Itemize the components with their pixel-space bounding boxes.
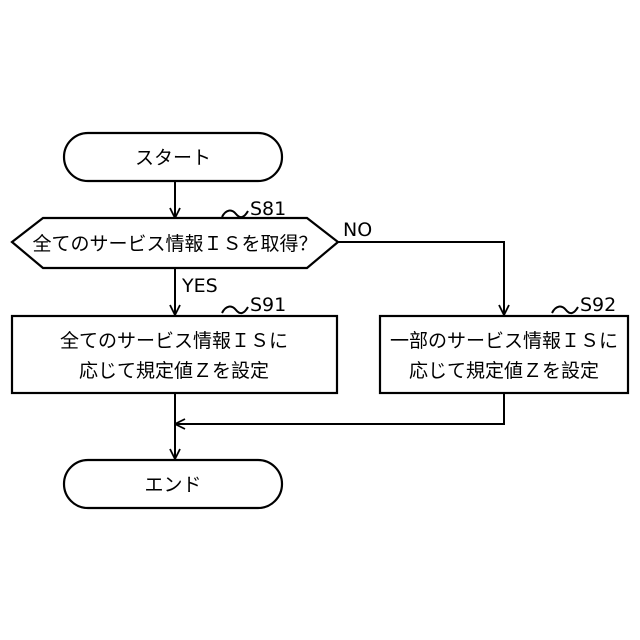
decision-label: 全てのサービス情報ＩＳを取得？ — [32, 233, 317, 255]
no-label: NO — [343, 219, 372, 241]
process-all-node: 全てのサービス情報ＩＳに 応じて規定値Ｚを設定 — [12, 316, 337, 393]
process-all-line1: 全てのサービス情報ＩＳに — [60, 330, 288, 352]
start-label: スタート — [135, 147, 211, 169]
step-s81-text: S81 — [250, 198, 286, 220]
process-all-line2: 応じて規定値Ｚを設定 — [79, 360, 269, 382]
start-terminal: スタート — [64, 133, 282, 181]
process-partial-line2: 応じて規定値Ｚを設定 — [409, 360, 599, 382]
step-s92-text: S92 — [580, 294, 616, 316]
yes-label: YES — [181, 275, 218, 297]
step-s91-text: S91 — [250, 294, 286, 316]
arrow-partial-merge — [175, 393, 504, 424]
step-label-s81: S81 — [222, 198, 286, 220]
decision-node: 全てのサービス情報ＩＳを取得？ — [12, 218, 338, 268]
leader-s91 — [222, 307, 248, 314]
process-partial-line1: 一部のサービス情報ＩＳに — [390, 330, 618, 352]
step-label-s91: S91 — [222, 294, 286, 316]
leader-s92 — [552, 307, 578, 314]
end-label: エンド — [144, 474, 201, 496]
process-partial-node: 一部のサービス情報ＩＳに 応じて規定値Ｚを設定 — [380, 316, 628, 393]
step-label-s92: S92 — [552, 294, 616, 316]
end-terminal: エンド — [64, 460, 282, 508]
arrow-no-branch — [338, 242, 504, 315]
leader-s81 — [222, 211, 248, 218]
